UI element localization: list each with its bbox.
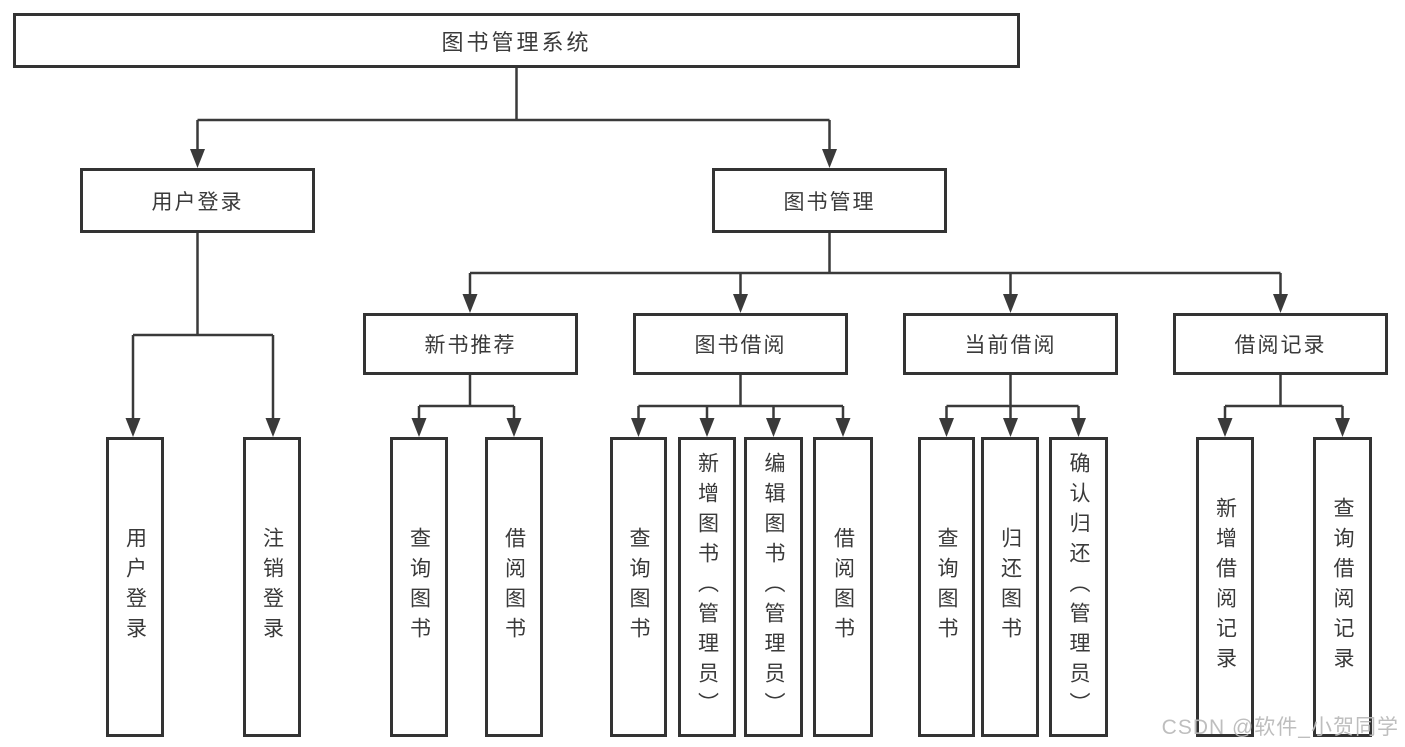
arrowhead xyxy=(766,418,781,437)
arrowhead xyxy=(1003,418,1018,437)
node-current-borrow: 当前借阅 xyxy=(903,313,1118,375)
leaf-query-books: 查询图书 xyxy=(918,437,975,737)
arrowhead xyxy=(506,418,522,437)
leaf-logout: 注销登录 xyxy=(243,437,301,737)
leaf-label: 查询借阅记录 xyxy=(1331,497,1354,677)
arrowhead xyxy=(462,294,478,313)
arrowhead xyxy=(1071,418,1086,437)
arrowhead xyxy=(411,418,427,437)
node-user-login: 用户登录 xyxy=(80,168,315,233)
leaf-query-books: 查询图书 xyxy=(610,437,667,737)
leaf-edit-book-admin: 编辑图书（管理员） xyxy=(744,437,803,737)
node-label: 图书借阅 xyxy=(694,334,787,357)
arrowhead xyxy=(631,418,646,437)
arrowhead xyxy=(733,294,748,313)
arrowhead xyxy=(125,418,141,437)
leaf-label: 注销登录 xyxy=(260,527,284,647)
connector-book-borrow-leaves xyxy=(637,375,845,421)
leaf-confirm-return-admin: 确认归还（管理员） xyxy=(1049,437,1108,737)
leaf-borrow-books: 借阅图书 xyxy=(485,437,543,737)
leaf-label: 新增借阅记录 xyxy=(1213,497,1237,677)
arrowhead xyxy=(1217,418,1233,437)
leaf-label: 借阅图书 xyxy=(502,527,526,647)
connector-root-to-level2 xyxy=(196,68,831,152)
leaf-label: 用户登录 xyxy=(123,527,147,647)
leaf-label: 确认归还（管理员） xyxy=(1067,452,1090,722)
leaf-label: 查询图书 xyxy=(407,527,431,647)
arrowhead xyxy=(190,149,205,168)
node-label: 当前借阅 xyxy=(964,334,1057,357)
connector-borrow-records-leaves xyxy=(1223,375,1344,421)
leaf-label: 查询图书 xyxy=(935,527,958,647)
arrowhead xyxy=(939,418,954,437)
leaf-borrow-books: 借阅图书 xyxy=(813,437,873,737)
arrowhead xyxy=(1003,294,1018,313)
node-root-label: 图书管理系统 xyxy=(441,29,592,55)
arrowhead xyxy=(265,418,281,437)
leaf-label: 归还图书 xyxy=(998,527,1022,647)
connector-book-management-level3 xyxy=(468,233,1282,297)
arrowhead xyxy=(822,149,837,168)
node-label: 借阅记录 xyxy=(1234,334,1327,357)
leaf-label: 编辑图书（管理员） xyxy=(762,452,785,722)
arrowhead xyxy=(835,418,851,437)
leaf-return-books: 归还图书 xyxy=(981,437,1039,737)
arrowhead xyxy=(1335,418,1350,437)
connector-user-login-leaves xyxy=(131,233,275,421)
node-label: 用户登录 xyxy=(151,190,244,214)
node-label: 新书推荐 xyxy=(424,334,517,357)
leaf-user-login: 用户登录 xyxy=(106,437,164,737)
arrowhead xyxy=(699,418,715,437)
node-new-book-recommend: 新书推荐 xyxy=(363,313,578,375)
leaf-query-books: 查询图书 xyxy=(390,437,448,737)
leaf-label: 查询图书 xyxy=(627,527,650,647)
leaf-add-book-admin: 新增图书（管理员） xyxy=(678,437,736,737)
leaf-label: 新增图书（管理员） xyxy=(695,452,719,722)
csdn-watermark: CSDN @软件_小贺同学 xyxy=(1161,716,1399,739)
leaf-label: 借阅图书 xyxy=(831,527,855,647)
arrowhead xyxy=(1273,294,1288,313)
node-label: 图书管理 xyxy=(783,190,876,214)
connector-new-book-leaves xyxy=(417,375,516,421)
node-root-system: 图书管理系统 xyxy=(13,13,1020,68)
node-book-borrow: 图书借阅 xyxy=(633,313,848,375)
leaf-query-borrow-record: 查询借阅记录 xyxy=(1313,437,1372,737)
node-book-management: 图书管理 xyxy=(712,168,947,233)
connector-current-borrow-leaves xyxy=(945,375,1080,421)
leaf-add-borrow-record: 新增借阅记录 xyxy=(1196,437,1254,737)
node-borrow-records: 借阅记录 xyxy=(1173,313,1388,375)
